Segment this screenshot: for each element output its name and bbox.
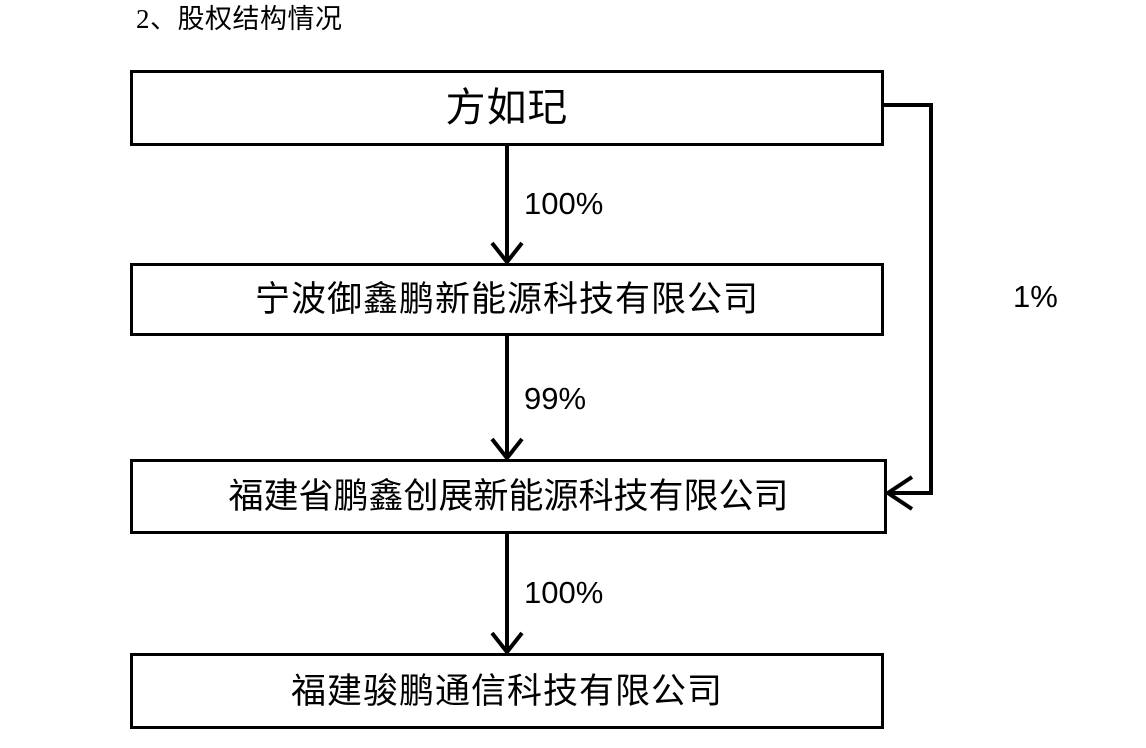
section-heading: 2、股权结构情况 — [136, 4, 343, 34]
entity-label-ningbo: 宁波御鑫鹏新能源科技有限公司 — [254, 280, 759, 319]
entity-box-fujian-pengxin[interactable]: 福建省鹏鑫创展新能源科技有限公司 — [130, 459, 887, 534]
edge-label-person-to-fujian: 1% — [1013, 279, 1058, 314]
connector-person-to-fujian — [884, 103, 933, 495]
entity-label-fujian-pengxin: 福建省鹏鑫创展新能源科技有限公司 — [228, 477, 789, 516]
arrowhead-fujian-to-junpeng — [490, 631, 524, 656]
edge-label-person-to-ningbo: 100% — [524, 186, 604, 221]
entity-box-junpeng[interactable]: 福建骏鹏通信科技有限公司 — [130, 653, 884, 729]
entity-label-junpeng: 福建骏鹏通信科技有限公司 — [290, 671, 723, 711]
arrowhead-ningbo-to-fujian — [490, 437, 524, 462]
arrowhead-person-to-fujian — [884, 475, 914, 511]
arrowhead-person-to-ningbo — [490, 241, 524, 266]
edge-label-ningbo-to-fujian: 99% — [524, 381, 587, 416]
entity-label-person: 方如玘 — [445, 86, 569, 130]
entity-box-ningbo[interactable]: 宁波御鑫鹏新能源科技有限公司 — [130, 263, 884, 336]
entity-box-person[interactable]: 方如玘 — [130, 70, 884, 146]
edge-label-fujian-to-junpeng: 100% — [524, 575, 604, 610]
